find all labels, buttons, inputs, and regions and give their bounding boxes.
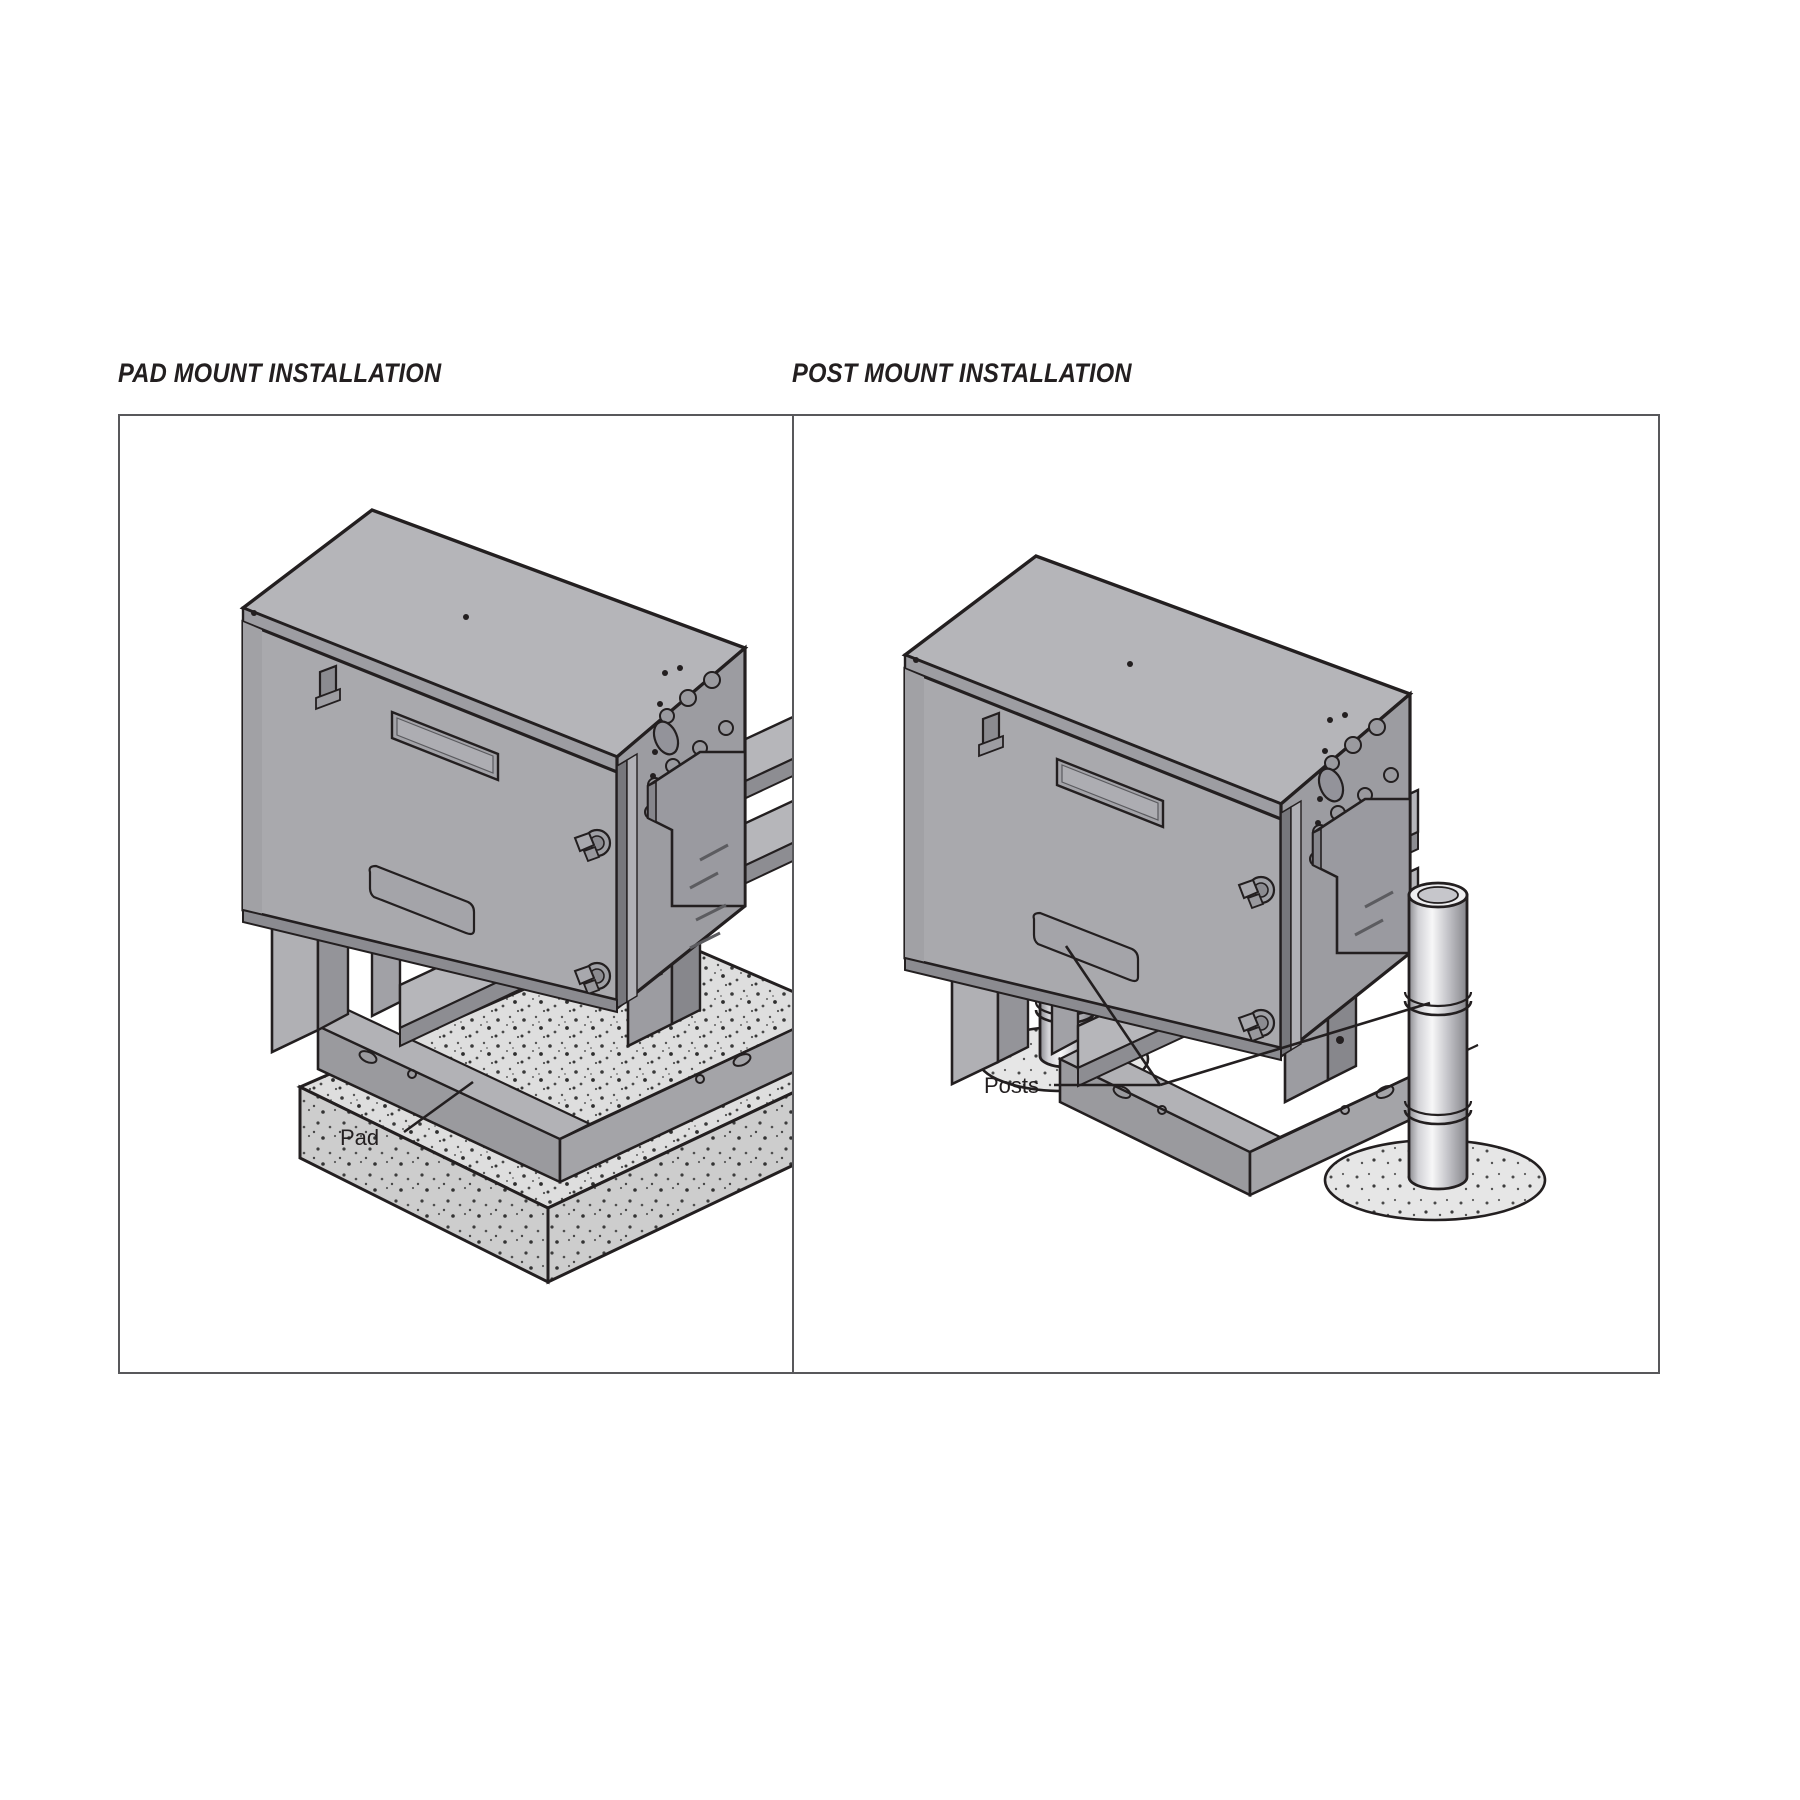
nameplate-slot-icon-post: [1055, 757, 1165, 829]
leader-line-branch-icon-posts: [1054, 945, 1431, 1087]
lower-access-panel: [368, 864, 476, 936]
vent-window-icon-post: [978, 711, 1004, 758]
enclosure-cabinet-post: [901, 554, 1414, 1062]
oval-knockout-icon-post: [1317, 767, 1345, 803]
vent-window-icon: [315, 664, 341, 711]
nameplate-slot-icon: [390, 710, 500, 782]
lower-access-panel-post: [1032, 911, 1140, 983]
quarter-turn-latch-icon-post-lower[interactable]: [1237, 1008, 1276, 1043]
quarter-turn-latch-icon-lower[interactable]: [573, 961, 612, 996]
quarter-turn-latch-icon[interactable]: [573, 828, 612, 863]
callout-label-posts: Posts: [984, 1073, 1040, 1098]
quarter-turn-latch-icon-post-upper[interactable]: [1237, 875, 1276, 910]
oval-knockout-icon: [652, 720, 680, 756]
enclosure-cabinet: [239, 508, 749, 1014]
leader-line-icon-pad: [403, 1080, 474, 1134]
panel-title-pad-mount: PAD MOUNT INSTALLATION: [118, 358, 442, 388]
callout-label-pad: Pad: [340, 1125, 380, 1150]
mounting-post-right: [1403, 881, 1473, 1191]
panel-title-post-mount: POST MOUNT INSTALLATION: [792, 358, 1132, 388]
